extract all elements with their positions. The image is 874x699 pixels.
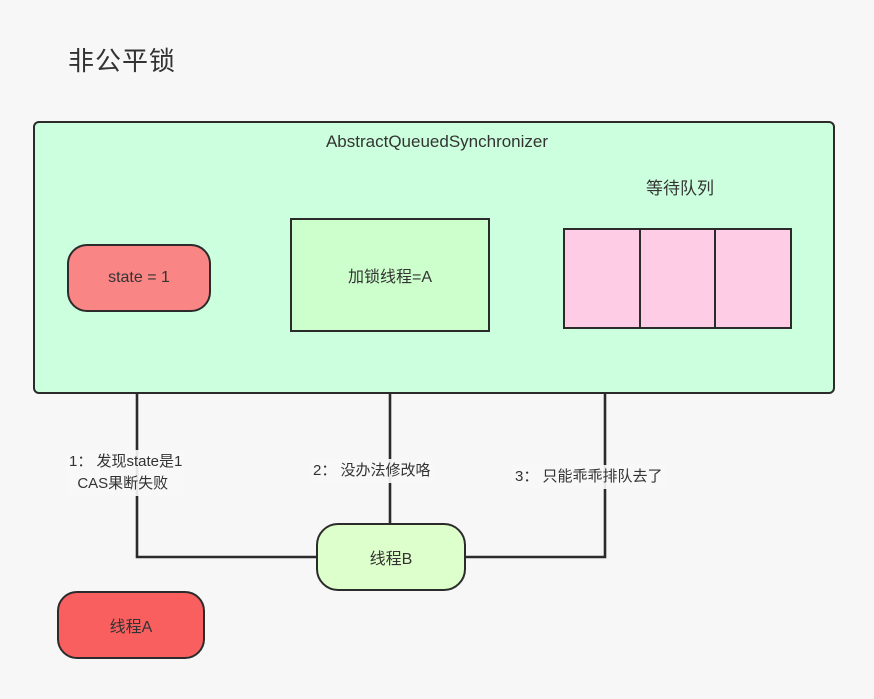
thread-a-node-label: 线程A	[109, 619, 153, 636]
thread-b-node: 线程B	[316, 523, 466, 591]
waiting-queue-row	[563, 228, 792, 329]
waiting-queue-title: 等待队列	[646, 179, 714, 198]
connector-thread-b-to-state	[117, 311, 316, 559]
queue-cell	[563, 228, 641, 329]
connector-thread-b-to-queue	[466, 328, 609, 559]
page-title: 非公平锁	[68, 46, 177, 76]
lock-thread-node: 加锁线程=A	[290, 218, 490, 332]
annotation-step-1: 1： 发现state是1 CAS果断失败	[66, 450, 186, 496]
state-node-label: state = 1	[108, 269, 170, 286]
queue-cell	[638, 228, 717, 329]
thread-a-node: 线程A	[57, 591, 205, 659]
queue-cell	[714, 228, 792, 329]
annotation-step-3: 3： 只能乖乖排队去了	[512, 465, 666, 489]
thread-b-node-label: 线程B	[369, 551, 413, 568]
aqs-title: AbstractQueuedSynchronizer	[325, 132, 549, 151]
lock-thread-node-label: 加锁线程=A	[347, 269, 433, 286]
state-node: state = 1	[67, 244, 211, 312]
annotation-step-2: 2： 没办法修改咯	[310, 459, 434, 483]
